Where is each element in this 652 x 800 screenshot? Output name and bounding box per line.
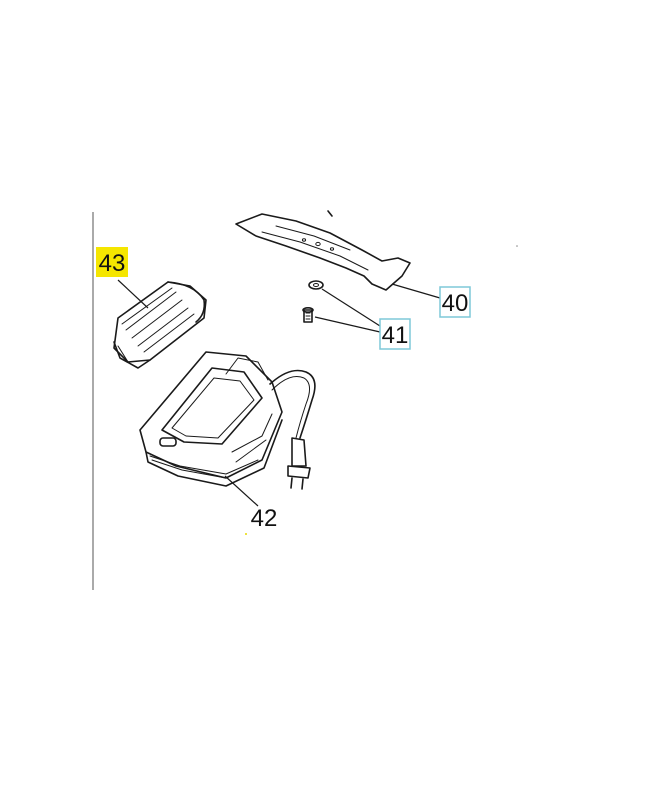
charger-part[interactable]: [139, 351, 316, 490]
stray-dot: [516, 245, 518, 247]
callout-42-label: 42: [251, 505, 278, 532]
blade-part[interactable]: [235, 210, 411, 291]
callout-41-label: 41: [382, 322, 409, 349]
bolt-part[interactable]: [302, 306, 314, 323]
leader-40: [391, 283, 441, 299]
callout-41-border: [379, 318, 411, 350]
callout-40-border: [439, 286, 471, 318]
leader-43: [117, 279, 149, 309]
washer-part[interactable]: [308, 280, 324, 290]
callout-43-label: 43: [99, 250, 126, 277]
leader-42: [224, 475, 259, 507]
callout-40[interactable]: 40: [439, 286, 471, 318]
callout-43[interactable]: 43: [96, 247, 128, 277]
stray-dot: [245, 533, 247, 535]
callout-41[interactable]: 41: [379, 318, 411, 350]
callout-43-highlight: [96, 247, 128, 277]
callout-42[interactable]: 42: [251, 505, 278, 532]
leader-41-bolt: [314, 316, 381, 333]
leader-41-washer: [321, 288, 381, 327]
battery-part[interactable]: [113, 281, 207, 369]
callout-40-label: 40: [442, 290, 469, 317]
